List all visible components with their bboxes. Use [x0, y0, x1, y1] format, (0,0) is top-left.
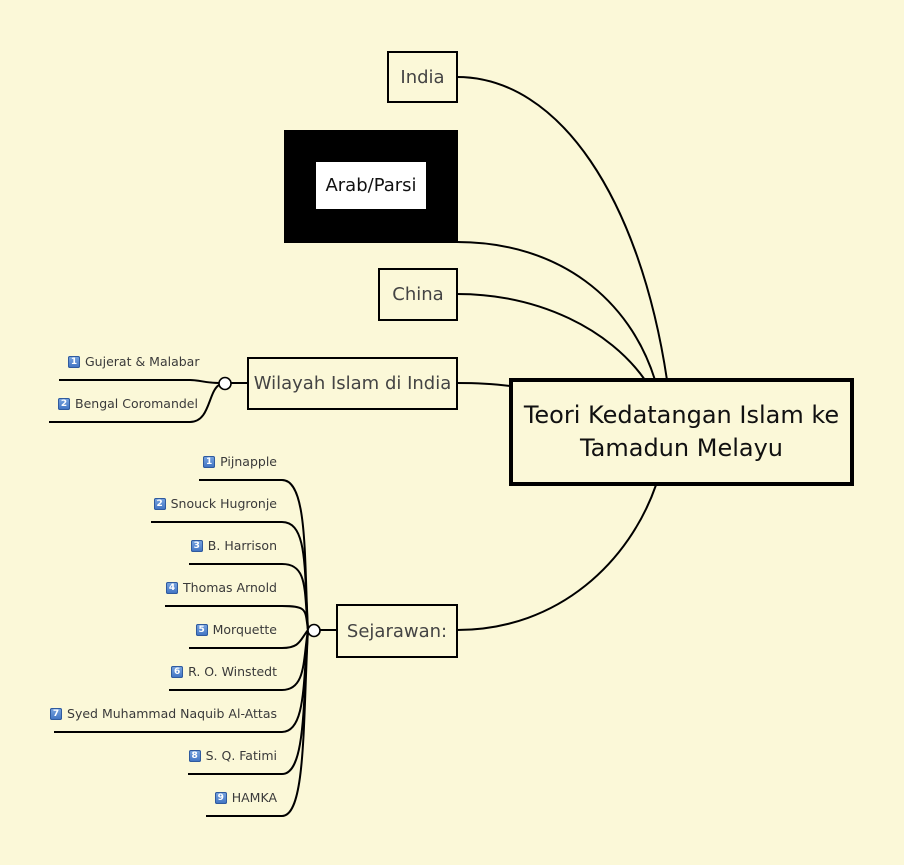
sejarawan-collapse-handle	[307, 623, 321, 638]
link-india	[456, 76, 668, 381]
priority-1-icon: 1	[203, 456, 216, 468]
link-s4	[165, 605, 309, 631]
priority-8-icon: 8	[188, 750, 201, 762]
subtopic-naquib-al-attas[interactable]: 7 Syed Muhammad Naquib Al-Attas	[50, 706, 277, 722]
topic-china[interactable]: China	[378, 268, 458, 321]
subtopic-label: Morquette	[212, 622, 277, 637]
link-gujerat	[59, 379, 220, 384]
subtopic-hamka[interactable]: 9 HAMKA	[214, 790, 277, 806]
subtopic-label: R. O. Winstedt	[188, 664, 277, 679]
central-topic-line1: Teori Kedatangan Islam ke	[523, 401, 840, 429]
link-bengal	[49, 384, 220, 423]
subtopic-label: B. Harrison	[207, 538, 277, 553]
topic-india[interactable]: India	[387, 51, 458, 103]
wilayah-collapse-handle	[218, 376, 232, 391]
topic-arab-parsi-label: Arab/Parsi	[316, 162, 426, 209]
priority-6-icon: 6	[171, 666, 184, 678]
topic-sejarawan[interactable]: Sejarawan:	[336, 604, 458, 658]
priority-2-icon: 2	[153, 498, 166, 510]
priority-7-icon: 7	[50, 708, 63, 720]
topic-sejarawan-label: Sejarawan:	[346, 620, 448, 642]
subtopic-label: Bengal Coromandel	[75, 396, 198, 411]
subtopic-label: S. Q. Fatimi	[205, 748, 277, 763]
subtopic-sq-fatimi[interactable]: 8 S. Q. Fatimi	[188, 748, 277, 764]
subtopic-thomas-arnold[interactable]: 4 Thomas Arnold	[166, 580, 277, 596]
link-s5	[189, 629, 309, 649]
subtopic-morquette[interactable]: 5 Morquette	[195, 622, 277, 638]
subtopic-b-harrison[interactable]: 3 B. Harrison	[190, 538, 277, 554]
link-sejarawan	[456, 484, 657, 631]
priority-1-icon: 1	[68, 356, 80, 368]
subtopic-pijnapple[interactable]: 1 Pijnapple	[203, 454, 277, 470]
subtopic-label: Thomas Arnold	[183, 580, 277, 595]
link-china	[456, 293, 646, 381]
subtopic-ro-winstedt[interactable]: 6 R. O. Winstedt	[171, 664, 277, 680]
priority-3-icon: 3	[190, 540, 203, 552]
priority-2-icon: 2	[58, 398, 70, 410]
central-topic[interactable]: Teori Kedatangan Islam ke Tamadun Melayu	[509, 378, 854, 486]
topic-wilayah-islam-india[interactable]: Wilayah Islam di India	[247, 357, 458, 410]
subtopic-gujerat-malabar[interactable]: 1 Gujerat & Malabar	[68, 354, 199, 370]
link-s3	[189, 563, 309, 631]
priority-5-icon: 5	[195, 624, 208, 636]
subtopic-label: Syed Muhammad Naquib Al-Attas	[67, 706, 277, 721]
subtopic-label: Pijnapple	[220, 454, 277, 469]
link-s9	[206, 629, 309, 817]
topic-wilayah-label: Wilayah Islam di India	[253, 373, 452, 394]
link-s6	[169, 629, 309, 691]
subtopic-label: HAMKA	[231, 790, 277, 805]
priority-4-icon: 4	[166, 582, 179, 594]
central-topic-line2: Tamadun Melayu	[579, 434, 783, 462]
subtopic-snouck-hugronje[interactable]: 2 Snouck Hugronje	[153, 496, 277, 512]
subtopic-bengal-coromandel[interactable]: 2 Bengal Coromandel	[58, 396, 198, 412]
topic-arab-parsi[interactable]: Arab/Parsi	[284, 130, 458, 241]
subtopic-label: Snouck Hugronje	[170, 496, 277, 511]
link-wilayah	[456, 382, 511, 387]
priority-9-icon: 9	[214, 792, 227, 804]
subtopic-label: Gujerat & Malabar	[85, 354, 200, 369]
topic-china-label: China	[392, 284, 444, 305]
link-arab	[284, 241, 656, 381]
topic-india-label: India	[400, 66, 445, 88]
